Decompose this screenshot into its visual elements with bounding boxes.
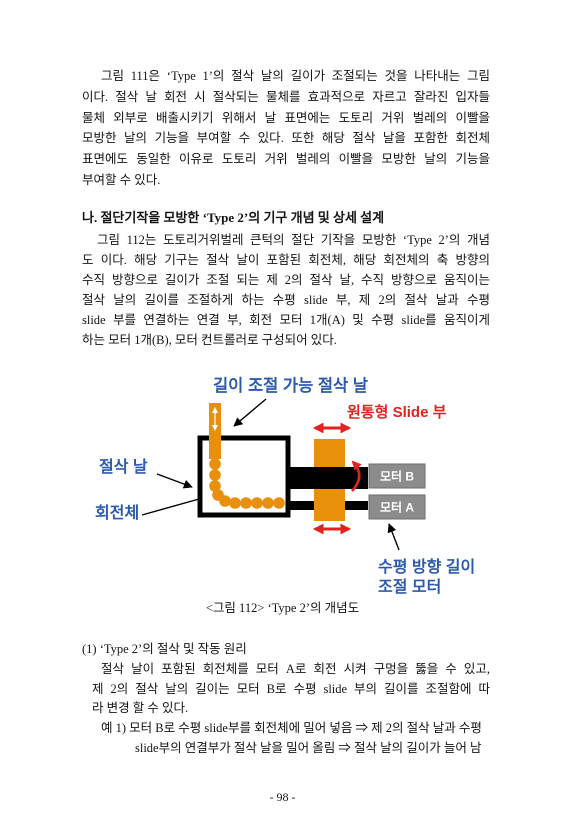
blade-bead	[209, 458, 221, 470]
type2-concept-figure: 길이 조절 가능 절삭 날 원통형 Slide 부	[95, 375, 475, 596]
blade-bead	[229, 497, 241, 509]
slide-block-lower	[314, 489, 345, 521]
up-arrowhead	[212, 407, 218, 413]
paragraph-line: 이다. 절삭 날 회전 시 절삭되는 물체를 효과적으로 자르고 잘라진 입자들	[82, 89, 490, 104]
blade-bead	[209, 480, 221, 492]
motor-b-box	[368, 463, 426, 489]
paragraph-line: 하는 모터 1개(B), 모터 컨트롤러로 구성되어 있다.	[82, 333, 337, 347]
paragraph-line: 그림 112는 도토리거위벌레 큰턱의 절단 기작을 모방한 ‘Type 2’의…	[97, 233, 490, 247]
subsection-heading: (1) ‘Type 2’의 절삭 및 작동 원리	[82, 642, 247, 656]
blade-bead	[209, 469, 221, 481]
paragraph-line: 절삭 날이 포함된 회전체를 모터 A로 회전 시켜 구멍을 뚫을 수 있고,	[101, 661, 490, 676]
rotating-body-outline	[197, 435, 291, 518]
pointer-arrow-adjustable-blade	[233, 398, 267, 427]
rotation-arrow-icon	[351, 460, 362, 492]
paragraph-line: 도 이다. 해당 기구는 절삭 날이 포함된 회전체, 해당 회전체의 축 방향…	[82, 253, 490, 267]
label-rotating-body: 회전체	[95, 503, 139, 522]
paragraph-line: 수직 방향으로 길이가 조절 되는 제 2의 절삭 날, 수직 방향으로 움직이…	[82, 273, 490, 287]
subsection-operating-principle: (1) ‘Type 2’의 절삭 및 작동 원리 절삭 날이 포함된 회전체를 …	[82, 640, 490, 759]
motor-a-box	[368, 494, 426, 520]
label-adjustable-blade: 길이 조절 가능 절삭 날	[213, 375, 368, 395]
paragraph-line: 모방한 날의 기능을 부여할 수 있다. 또한 해당 절삭 날을 포함한 회전체	[82, 131, 490, 146]
blade-bead	[251, 497, 263, 509]
blade-bead	[240, 497, 252, 509]
label-horizontal-motor-line2: 조절 모터	[378, 577, 441, 596]
paragraph-line: 그림 111은 ‘Type 1’의 절삭 날의 길이가 조절되는 것을 나타내는…	[101, 69, 490, 83]
motor-b-shaft	[290, 467, 368, 489]
cutting-blade-beads	[209, 458, 285, 509]
pointer-line-rotating-body	[141, 498, 200, 516]
blade-bead	[219, 495, 231, 507]
slide-block-upper	[314, 439, 345, 467]
paragraph-line: 절삭 날의 길이를 조절하게 하는 수평 slide 부, 제 2의 절삭 날과…	[82, 293, 490, 307]
paragraph-line: 제 2의 절삭 날의 길이는 모터 B로 수평 slide 부의 길이를 조절함…	[92, 681, 490, 696]
motor-b-label: 모터 B	[380, 469, 414, 484]
paragraph-line: 표면에도 동일한 이유로 도토리 거위 벌레의 이빨을 모방한 날의 기능을	[82, 152, 490, 167]
paragraph-line: slide 부를 연결하는 연결 부, 회전 모터 1개(A) 및 수평 sli…	[82, 313, 490, 327]
label-cylindrical-slide: 원통형 Slide 부	[347, 404, 447, 421]
paragraph-line: 부여할 수 있다.	[82, 172, 161, 187]
label-horizontal-motor-line1: 수평 방향 길이	[378, 557, 475, 576]
paragraph-type2-concept: 그림 112는 도토리거위벌레 큰턱의 절단 기작을 모방한 ‘Type 2’의…	[82, 230, 490, 350]
example-line: slide부의 연결부가 절삭 날을 밀어 올림 ⇒ 절삭 날의 길이가 늘어 …	[135, 740, 482, 755]
figure-caption: <그림 112> ‘Type 2’의 개념도	[205, 601, 360, 615]
pointer-arrow-horizontal-motor	[387, 523, 400, 551]
down-arrowhead	[212, 425, 218, 431]
paragraph-line: 라 변경 할 수 있다.	[92, 701, 189, 716]
section-heading: 나. 절단기작을 모방한 ‘Type 2’의 기구 개념 및 상세 설계	[82, 210, 385, 225]
blade-bead	[262, 497, 274, 509]
pointer-arrow-cutting-blade	[156, 473, 193, 489]
example-line: 예 1) 모터 B로 수평 slide부를 회전체에 밀어 넣음 ⇒ 제 2의 …	[101, 721, 482, 736]
label-cutting-blade: 절삭 날	[99, 457, 148, 476]
page-number: - 98 -	[269, 790, 296, 804]
paragraph-line: 물체 외부로 배출시키기 위해서 날 표면에는 도토리 거위 벌레의 이빨을	[82, 110, 490, 125]
blade-bead	[273, 497, 285, 509]
paragraph-figure-111-description: 그림 111은 ‘Type 1’의 절삭 날의 길이가 조절되는 것을 나타내는…	[82, 66, 490, 191]
up-down-arrow-icon	[212, 407, 218, 431]
motor-a-label: 모터 A	[380, 500, 414, 515]
